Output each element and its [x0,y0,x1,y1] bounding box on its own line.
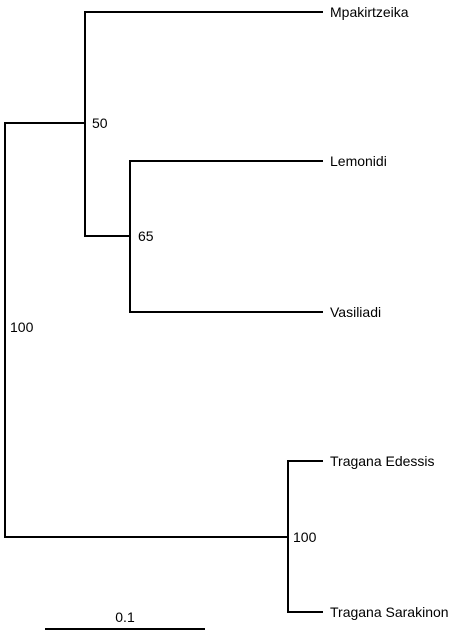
leaf-label-lemonidi: Lemonidi [330,153,387,169]
bootstrap-lem-vas: 65 [138,228,154,244]
leaf-label-mpakirtzeika: Mpakirtzeika [330,4,409,20]
bootstrap-tragana: 100 [293,529,317,545]
scale-bar-label: 0.1 [115,609,135,625]
bootstrap-clade-a: 50 [92,115,108,131]
leaf-label-vasiliadi: Vasiliadi [330,304,381,320]
bootstrap-root: 100 [10,319,34,335]
leaf-label-tragana-sarakinon: Tragana Sarakinon [330,604,449,620]
leaf-label-tragana-edessis: Tragana Edessis [330,453,435,469]
